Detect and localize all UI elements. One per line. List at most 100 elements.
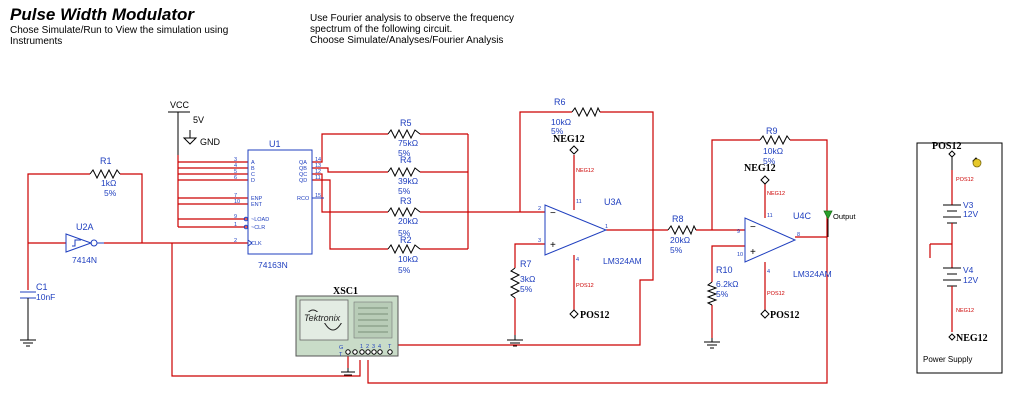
opamp-pin-number: 8 <box>797 232 800 238</box>
resistor-r6[interactable]: R6 10kΩ 5% <box>551 97 601 136</box>
counter-pin-label: B <box>251 166 255 172</box>
scope-pin-label: G <box>339 345 343 351</box>
ground-icon <box>341 368 355 376</box>
resistor-tolerance: 5% <box>104 188 117 198</box>
resistor-tolerance: 5% <box>398 228 411 238</box>
resistor-r1[interactable]: R1 1kΩ 5% <box>89 156 121 198</box>
resistor-ref: R3 <box>400 196 412 206</box>
resistor-r2[interactable]: R2 10kΩ 5% <box>387 235 421 275</box>
resistor-ref: R8 <box>672 214 684 224</box>
resistor-value: 10kΩ <box>398 254 418 264</box>
resistor-r9[interactable]: R9 10kΩ 5% <box>759 126 791 166</box>
resistor-value: 39kΩ <box>398 176 418 186</box>
resistor-r7[interactable]: R7 3kΩ 5% <box>509 259 535 299</box>
resistor-tolerance: 5% <box>520 284 533 294</box>
counter-pin-label: ENP <box>251 196 263 202</box>
resistor-ref: R6 <box>554 97 566 107</box>
resistor-r4[interactable]: R4 39kΩ 5% <box>387 155 421 196</box>
oscilloscope-ref: XSC1 <box>333 286 358 297</box>
net-label: NEG12 <box>553 134 585 145</box>
counter-pin-label: QC <box>299 172 307 178</box>
counter-pin-label: ~LOAD <box>251 217 269 223</box>
resistor-tolerance: 5% <box>670 245 683 255</box>
counter-pin-label: RCO <box>297 196 310 202</box>
scope-pin-label: 1 <box>360 344 363 350</box>
resistor-tolerance: 5% <box>398 148 411 158</box>
inverter-ref: U2A <box>76 222 94 232</box>
rail-label: POS12 <box>576 283 594 289</box>
counter-pin-number: 4 <box>234 163 237 169</box>
connector-neg12-u3a: NEG12 <box>553 134 585 155</box>
opamp-pin-number: 11 <box>767 213 773 219</box>
power-supply-label: Power Supply <box>923 355 972 364</box>
resistor-r8[interactable]: R8 20kΩ 5% <box>667 214 697 255</box>
resistor-tolerance: 5% <box>763 156 776 166</box>
opamp-part: LM324AM <box>793 269 832 279</box>
rail-label: NEG12 <box>767 191 785 197</box>
resistor-r10[interactable]: R10 6.2kΩ 5% <box>706 265 738 306</box>
resistor-value: 10kΩ <box>763 146 783 156</box>
resistor-value: 10kΩ <box>551 117 571 127</box>
battery-ref: V4 <box>963 265 974 275</box>
counter-pin-label: ~CLR <box>251 225 265 231</box>
battery-v4[interactable]: V4 12V <box>943 265 978 287</box>
counter-pin-number: 11 <box>315 175 321 181</box>
opamp-pin-number: 4 <box>576 257 579 263</box>
net-label: POS12 <box>770 310 799 321</box>
page-title: Pulse Width Modulator <box>10 5 195 24</box>
counter-pin-label: QD <box>299 178 307 184</box>
resistor-r5[interactable]: R5 75kΩ 5% <box>387 118 421 158</box>
scope-pin-label: 2 <box>366 344 369 350</box>
connector-neg12-u4c: NEG12 <box>744 163 776 185</box>
resistor-ref: R4 <box>400 155 412 165</box>
ground-icon <box>704 338 720 349</box>
wires <box>27 111 828 384</box>
battery-value: 12V <box>963 209 978 219</box>
counter-pin-label: CLK <box>251 241 262 247</box>
oscilloscope-xsc1[interactable]: XSC1 Tektronix G T 1 2 3 4 T <box>295 286 399 358</box>
resistor-ref: R10 <box>716 265 733 275</box>
resistor-ref: R1 <box>100 156 112 166</box>
scope-brand: Tektronix <box>304 313 341 323</box>
resistor-tolerance: 5% <box>398 186 411 196</box>
resistor-value: 75kΩ <box>398 138 418 148</box>
resistor-ref: R2 <box>400 235 412 245</box>
counter-pin-label: QB <box>299 166 307 172</box>
battery-value: 12V <box>963 275 978 285</box>
instructions-right-line-3: Choose Simulate/Analyses/Fourier Analysi… <box>310 35 504 46</box>
gnd-label: GND <box>200 137 221 147</box>
capacitor-c1[interactable]: C1 10nF <box>20 282 55 335</box>
counter-pin-label: ENT <box>251 202 263 208</box>
ground-icon <box>20 335 36 347</box>
opamp-ref: U3A <box>604 197 622 207</box>
resistor-value: 20kΩ <box>398 216 418 226</box>
capacitor-value: 10nF <box>36 292 55 302</box>
opamp-u4c[interactable]: − + U4C LM324AM 11 4 9 10 8 NEG12 POS12 <box>737 191 832 297</box>
counter-part: 74163N <box>258 260 288 270</box>
counter-pin-number: 12 <box>315 169 321 175</box>
counter-pin-number: 14 <box>315 157 321 163</box>
net-label: POS12 <box>932 141 961 152</box>
counter-pin-number: 13 <box>315 163 321 169</box>
counter-u1[interactable]: U1 74163N A B C D ENP ENT ~LOAD ~CLR CLK… <box>234 139 324 270</box>
opamp-ref: U4C <box>793 211 812 221</box>
resistor-tolerance: 5% <box>551 126 564 136</box>
resistor-value: 6.2kΩ <box>716 279 738 289</box>
capacitor-ref: C1 <box>36 282 48 292</box>
inverting-input-symbol: − <box>550 208 556 219</box>
power-supply-box: POS12 POS12 V3 12V V4 12V NEG12 NEG12 <box>916 141 1003 374</box>
scope-pin-label: 4 <box>378 344 381 350</box>
output-probe[interactable]: Output <box>823 210 856 237</box>
probe-icon <box>823 210 833 220</box>
inverter-u2a[interactable]: U2A 7414N <box>65 222 104 265</box>
resistor-r3[interactable]: R3 20kΩ 5% <box>387 196 421 238</box>
counter-pin-label: C <box>251 172 255 178</box>
opamp-u3a[interactable]: − + U3A LM324AM 11 4 2 3 1 NEG12 POS12 <box>538 168 642 289</box>
counter-pin-label: D <box>251 178 255 184</box>
noninverting-input-symbol: + <box>750 247 756 258</box>
opamp-pin-number: 2 <box>538 206 541 212</box>
counter-pin-number: 2 <box>234 238 237 244</box>
connector-pos12-u4c: POS12 <box>760 309 799 321</box>
opamp-pin-number: 10 <box>737 252 743 258</box>
